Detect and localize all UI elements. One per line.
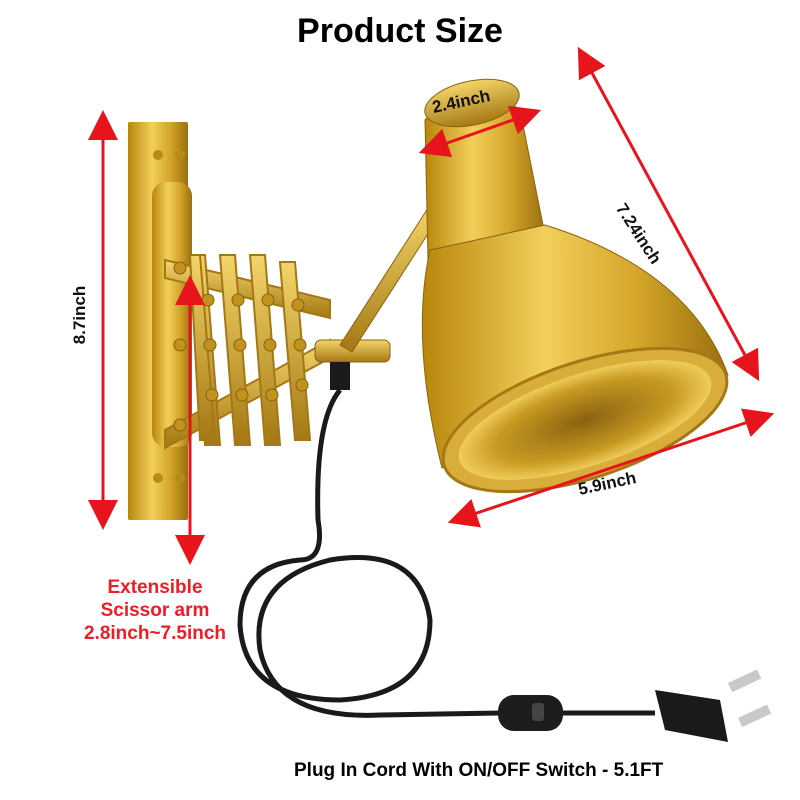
page-title: Product Size [297, 12, 503, 50]
scissor-arm-label: Extensible Scissor arm 2.8inch~7.5inch [50, 576, 260, 645]
lamp-shade [421, 78, 729, 494]
scissor-line-1: Extensible [107, 577, 203, 598]
shade-top-arrow [418, 105, 542, 158]
scissor-line-2: Scissor arm [100, 600, 210, 621]
power-cord [237, 388, 655, 718]
inline-switch [498, 695, 563, 731]
hinge [314, 339, 391, 390]
height-label: 8.7inch [70, 285, 89, 345]
scissor-line-3: 2.8inch~7.5inch [83, 623, 227, 644]
shade-bottom-arrow [447, 408, 775, 528]
dimension-arrows [88, 46, 775, 565]
cord-caption: Plug In Cord With ON/OFF Switch - 5.1FT [294, 760, 664, 781]
plug [655, 669, 772, 742]
shade-length-arrow [577, 46, 760, 382]
pivot-bar [152, 182, 192, 447]
